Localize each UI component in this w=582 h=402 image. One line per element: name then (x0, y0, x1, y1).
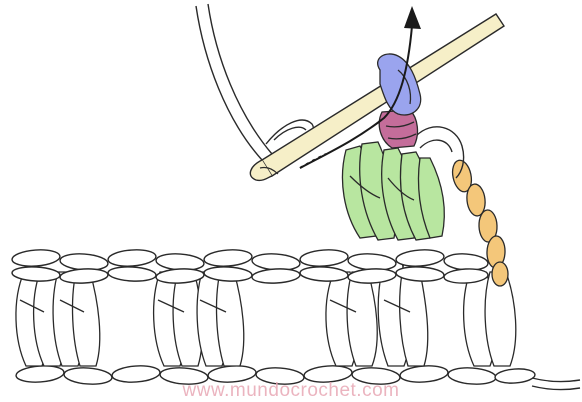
middle-chain (12, 248, 489, 284)
watermark-text: www.mundocrochet.com (0, 380, 582, 402)
tall-stitch-group-2 (154, 272, 244, 366)
tall-stitch-group-4 (464, 272, 516, 366)
loop-blue (378, 54, 421, 115)
tall-stitch-group-1 (16, 272, 100, 366)
cluster-green (342, 142, 444, 240)
